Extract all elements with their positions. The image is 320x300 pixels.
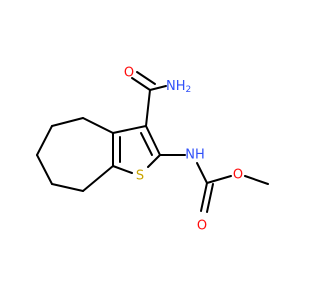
bond-c3-amide-c [145, 89, 151, 127]
bond-c6-c7 [36, 154, 53, 185]
bond-c7-c8 [51, 183, 84, 192]
molecule-diagram: O NH2 NH S O O [36, 66, 269, 234]
bonds [36, 71, 269, 213]
bond-c8-c8a [82, 165, 114, 192]
bond-o-ester-methyl [244, 175, 269, 185]
atom-labels: O NH2 NH S O O [124, 66, 243, 234]
sulfur-label: S [136, 169, 144, 184]
amine-nh2-label: NH2 [166, 79, 191, 96]
bond-amide-c-o-double-a [131, 77, 151, 91]
bond-carbonyl-c-o-ester [206, 175, 232, 184]
bond-c3-c2 [145, 125, 161, 156]
bond-s-c8a [112, 165, 133, 174]
bond-c5-c6 [36, 125, 53, 156]
bond-amide-c-o-double-b [136, 71, 156, 85]
oxygen-amide-label: O [124, 66, 134, 81]
bond-c2-s [147, 154, 161, 168]
oxygen-carbonyl-label: O [197, 219, 207, 234]
amine-nh-text: NH [166, 79, 186, 94]
bond-carbonyl-c-o-double-a [200, 182, 208, 212]
amine-subscript-2: 2 [186, 85, 192, 95]
bond-c3-c2-inner [140, 132, 153, 156]
bond-amide-c-n [149, 85, 167, 91]
bond-c3a-c4 [82, 117, 114, 134]
bond-c3a-c3 [112, 125, 147, 134]
bond-nh-carbonyl-c [196, 162, 208, 184]
nh-label: NH [185, 148, 205, 163]
bond-carbonyl-c-o-double-b [206, 183, 214, 213]
oxygen-ester-label: O [233, 168, 243, 183]
bond-c4-c5 [51, 117, 84, 127]
